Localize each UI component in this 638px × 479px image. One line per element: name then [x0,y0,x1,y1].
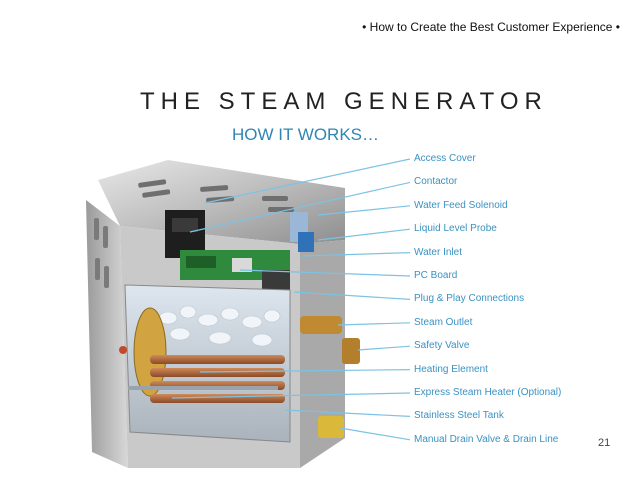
slide-title: THE STEAM GENERATOR [140,88,548,115]
component-label: Water Inlet [414,246,462,258]
leader-line [293,291,411,300]
page-number: 21 [598,437,611,449]
component-label: Safety Valve [414,340,470,352]
leader-line [339,427,411,441]
component-label: Heating Element [414,363,488,375]
leader-line [317,205,411,216]
component-label: Stainless Steel Tank [414,410,504,422]
brass-fittings [119,316,360,438]
header-text: • How to Create the Best Customer Experi… [362,20,620,34]
leader-line [239,269,411,277]
leader-line [357,345,411,351]
component-label: Contactor [414,176,458,188]
component-label: Steam Outlet [414,316,473,328]
cutaway-tank [124,284,291,443]
component-label: Express Steam Heater (Optional) [414,387,562,398]
component-label: Access Cover [414,153,476,164]
component-label: Plug & Play Connections [414,293,525,305]
leader-line [189,181,411,233]
slide-subtitle: HOW IT WORKS… [232,125,380,144]
leader-line [171,392,411,399]
leader-line [337,322,411,326]
leader-line [301,252,411,257]
leader-lines [171,158,411,441]
component-label: PC Board [414,270,458,281]
component-label: Liquid Level Probe [414,223,497,235]
leader-line [284,409,411,417]
slide-header: • How to Create the Best Customer Experi… [0,20,638,34]
leader-line [199,369,411,373]
leader-line [204,158,411,204]
leader-line [317,228,411,241]
top-components [165,210,314,290]
component-label: Manual Drain Valve & Drain Line [414,433,559,445]
component-label: Water Feed Solenoid [414,199,508,211]
